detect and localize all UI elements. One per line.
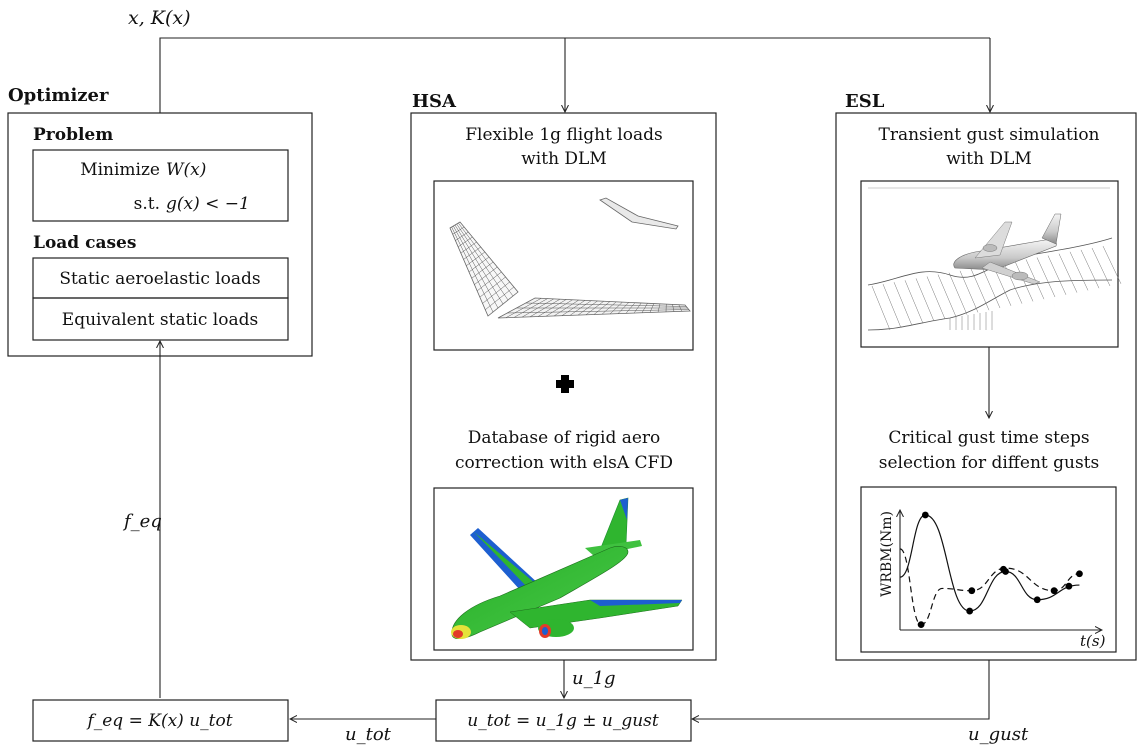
flex-loads-line2: with DLM [521, 149, 607, 169]
esl-title: ESL [845, 91, 885, 112]
critical-point-marker [1076, 570, 1083, 578]
objective-text: W(x) [166, 160, 206, 180]
esl-box [835, 112, 1137, 661]
equivalent-loads-text: Equivalent static loads [62, 310, 258, 330]
critical-point-marker [1000, 565, 1007, 573]
plus-sign [556, 375, 574, 393]
critical-line1: Critical gust time steps [888, 428, 1089, 448]
cfd-panel [433, 487, 694, 651]
y-axis-label: WRBM(Nm) [879, 511, 895, 597]
x-axis-label: t(s) [1080, 632, 1106, 650]
wrbm-chart: t(s) WRBM(Nm) [879, 510, 1106, 650]
problem-box [32, 149, 289, 222]
load-cases-title: Load cases [33, 233, 136, 253]
utot-label: u_tot [345, 724, 392, 745]
critical-point-marker [968, 587, 976, 595]
feq-label: f_eq [122, 511, 162, 532]
hsa-title: HSA [412, 91, 457, 112]
static-loads-text: Static aeroelastic loads [59, 269, 260, 289]
constraint-text: g(x) < −1 [166, 194, 250, 214]
critical-point-marker [1050, 587, 1058, 595]
feq-equation-box [32, 699, 289, 742]
wrbm-chart-panel [860, 486, 1117, 653]
minimize-label: Minimize [80, 160, 160, 180]
st-label: s.t. [134, 194, 160, 214]
ugust-label: u_gust [968, 724, 1029, 745]
critical-point-marker [917, 621, 925, 629]
utot-equation-box [435, 699, 692, 742]
top-feedback-line [159, 37, 990, 113]
optimizer-title: Optimizer [8, 85, 109, 106]
gust-sim-image [867, 187, 1122, 331]
cfd-aircraft-image [451, 497, 683, 640]
critical-point-marker [1065, 582, 1073, 590]
dlm-mesh-image [449, 197, 691, 319]
ugust-arrow [692, 660, 990, 719]
critical-point-marker [966, 607, 974, 615]
database-line1: Database of rigid aero [468, 428, 661, 448]
gust-sim-line2: with DLM [946, 149, 1032, 169]
feq-equation: f_eq = K(x) u_tot [85, 711, 232, 731]
top-signal-label: x, K(x) [128, 7, 191, 29]
series-line-solid [899, 514, 1080, 612]
critical-point-marker [921, 511, 929, 519]
critical-point-marker [1033, 596, 1041, 604]
problem-title: Problem [33, 125, 113, 145]
gust-sim-line1: Transient gust simulation [879, 125, 1100, 145]
flex-loads-line1: Flexible 1g flight loads [465, 125, 662, 145]
utot-equation: u_tot = u_1g ± u_gust [467, 711, 659, 731]
dlm-mesh-panel [433, 180, 694, 351]
critical-line2: selection for diffent gusts [879, 453, 1099, 473]
database-line2: correction with elsA CFD [455, 453, 673, 473]
u1g-label: u_1g [572, 668, 616, 689]
